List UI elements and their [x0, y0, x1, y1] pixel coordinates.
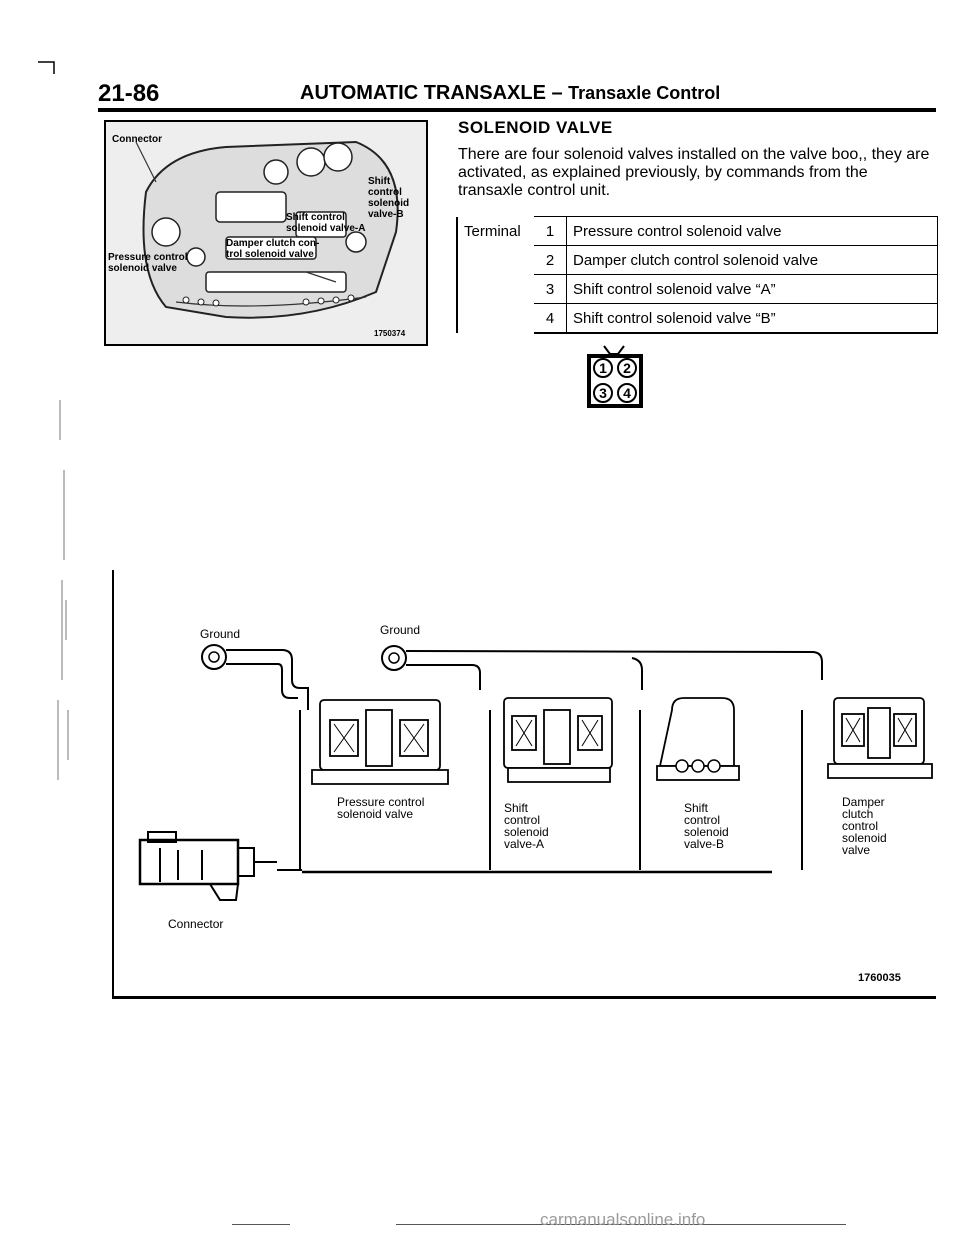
photo-label-damper-2: trol solenoid valve: [226, 249, 314, 260]
shift-a-label-3: solenoid: [504, 825, 549, 839]
table-row: 3 Shift control solenoid valve “A”: [457, 274, 938, 304]
ground-label-left: Ground: [200, 627, 240, 641]
solenoid-wiring-diagram: Ground Ground Pressure control solenoid …: [138, 623, 933, 931]
connector-pin: 1: [599, 360, 607, 376]
photo-label-shift-a-1: Shift control: [286, 212, 345, 223]
shift-a-label-4: valve-A: [504, 837, 544, 851]
section-title: SOLENOID VALVE: [458, 118, 613, 137]
damper-label-2: clutch: [842, 807, 873, 821]
shift-b-label-4: valve-B: [684, 837, 724, 851]
terminal-description: Shift control solenoid valve “A”: [566, 274, 938, 304]
table-row: 4 Shift control solenoid valve “B”: [457, 303, 938, 334]
valve-body-photo: Connector Shift control solenoid valve-B…: [104, 120, 428, 346]
terminal-number: 3: [534, 274, 567, 304]
terminal-number: 1: [534, 216, 567, 246]
connector-pin: 3: [599, 385, 607, 401]
terminal-description: Shift control solenoid valve “B”: [566, 303, 938, 334]
photo-label-shift-b-2: control: [368, 187, 402, 198]
photo-figure-id: 1750374: [374, 329, 406, 338]
table-row: Terminal 1 Pressure control solenoid val…: [456, 216, 938, 333]
terminal-description: Pressure control solenoid valve: [566, 216, 938, 246]
connector-pin: 2: [623, 360, 631, 376]
terminal-description: Damper clutch control solenoid valve: [566, 245, 938, 275]
scan-margin-marks: [57, 400, 69, 780]
ground-label-right: Ground: [380, 623, 420, 637]
diagram-frame-left: [112, 570, 114, 998]
terminal-number: 2: [534, 245, 567, 275]
table-row: 2 Damper clutch control solenoid valve: [457, 245, 938, 275]
title-dash: –: [545, 82, 569, 104]
watermark: carmanualsonline.info: [540, 1210, 706, 1229]
page-number: 21-86: [98, 80, 160, 107]
shift-a-label-2: control: [504, 813, 540, 827]
photo-label-shift-a-2: solenoid valve-A: [286, 223, 365, 234]
photo-label-pressure-1: Pressure control: [108, 252, 188, 263]
pressure-label-1: Pressure control: [337, 795, 424, 809]
photo-label-shift-b-1: Shift: [368, 176, 391, 187]
shift-a-label-1: Shift: [504, 801, 529, 815]
photo-label-shift-b-4: valve-B: [368, 209, 404, 220]
header-rule: [98, 108, 936, 112]
page-title: AUTOMATIC TRANSAXLE – Transaxle Control: [300, 82, 720, 105]
footer-rule: [396, 1224, 846, 1225]
connector-label: Connector: [168, 917, 223, 931]
shift-b-label-1: Shift: [684, 801, 709, 815]
shift-b-label-3: solenoid: [684, 825, 729, 839]
photo-label-connector: Connector: [112, 134, 162, 145]
photo-label-damper-1: Damper clutch con-: [226, 238, 319, 249]
corner-mark: [38, 61, 55, 74]
photo-label-pressure-2: solenoid valve: [108, 263, 177, 274]
diagram-frame-bottom: [112, 996, 936, 999]
photo-label-shift-b-3: solenoid: [368, 198, 409, 209]
terminal-label: Terminal: [456, 216, 534, 333]
shift-b-label-2: control: [684, 813, 720, 827]
damper-label-1: Damper: [842, 795, 885, 809]
chapter-title: AUTOMATIC TRANSAXLE: [300, 82, 546, 104]
damper-label-5: valve: [842, 843, 870, 857]
connector-pin: 4: [623, 385, 631, 401]
damper-label-3: control: [842, 819, 878, 833]
diagram-figure-id: 1760035: [858, 972, 901, 984]
terminal-table: Terminal 1 Pressure control solenoid val…: [456, 216, 938, 334]
chapter-subtitle: Transaxle Control: [568, 83, 721, 103]
damper-label-4: solenoid: [842, 831, 887, 845]
section-body: There are four solenoid valves installed…: [458, 146, 930, 199]
terminal-number: 4: [534, 303, 567, 334]
connector-pin-icon: 1 2 3 4: [587, 345, 643, 408]
footer-rule: [232, 1224, 290, 1225]
pressure-label-2: solenoid valve: [337, 807, 413, 821]
